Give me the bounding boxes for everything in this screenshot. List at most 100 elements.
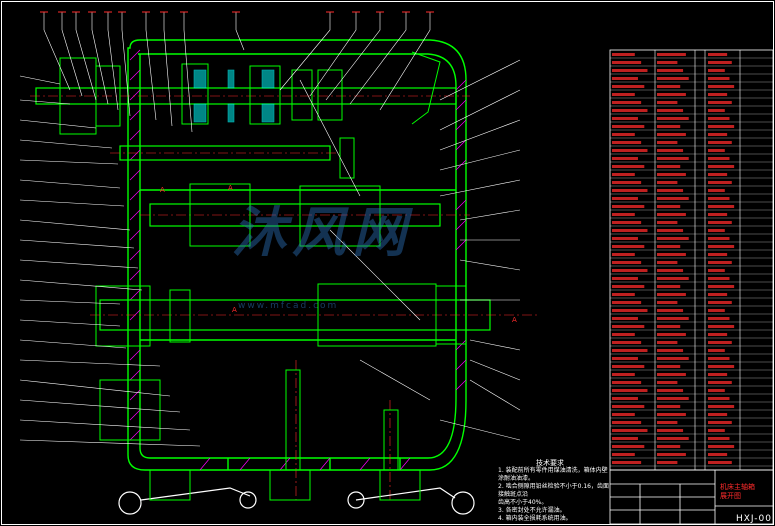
parts-list-cell xyxy=(657,213,686,216)
parts-list-cell xyxy=(708,413,728,416)
parts-list-cell xyxy=(708,101,732,104)
parts-list-cell xyxy=(708,149,725,152)
parts-list-cell xyxy=(612,317,638,320)
parts-list-cell xyxy=(708,253,728,256)
parts-list-cell xyxy=(612,357,638,360)
bearings xyxy=(193,69,275,123)
parts-list-cell xyxy=(708,53,728,56)
parts-list-cell xyxy=(657,173,686,176)
parts-list-cell xyxy=(612,237,638,240)
parts-list-cell xyxy=(612,325,645,328)
parts-list-cell xyxy=(657,93,686,96)
parts-list-cell xyxy=(657,461,678,464)
parts-list-cell xyxy=(657,237,689,240)
parts-list-cell xyxy=(657,109,684,112)
parts-list-cell xyxy=(657,133,686,136)
parts-list-cell xyxy=(657,429,684,432)
parts-list-cell xyxy=(657,325,681,328)
parts-list-cell xyxy=(612,253,635,256)
parts-list-cell xyxy=(708,285,735,288)
technical-notes: 技术要求 1. 装配前所有零件用煤油清洗，箱体内壁涂耐油油漆。 2. 啮合侧隙用… xyxy=(498,459,610,523)
parts-list-cell xyxy=(612,173,635,176)
parts-list-cell xyxy=(708,93,728,96)
parts-list-cell xyxy=(612,109,648,112)
parts-list-cell xyxy=(657,117,689,120)
parts-list-cell xyxy=(657,373,686,376)
parts-list-cell xyxy=(708,269,725,272)
parts-list-cell xyxy=(612,93,635,96)
note-line: 齿高不小于40%。 xyxy=(498,499,548,506)
parts-list-cell xyxy=(708,325,735,328)
parts-list-cell xyxy=(657,149,684,152)
parts-list-cell xyxy=(708,389,725,392)
parts-list-cell xyxy=(657,389,684,392)
parts-list-cell xyxy=(612,453,635,456)
parts-list-cell xyxy=(708,309,725,312)
parts-list-cell xyxy=(612,117,638,120)
parts-list-cell xyxy=(708,173,728,176)
parts-list-cell xyxy=(708,301,732,304)
parts-list-cell xyxy=(612,381,642,384)
parts-list-cell xyxy=(612,389,648,392)
parts-list-cell xyxy=(612,373,635,376)
note-line: 4. 箱内装全损耗系统用油。 xyxy=(498,515,572,522)
parts-list-cell xyxy=(708,109,725,112)
support-feet xyxy=(99,369,421,501)
parts-list-cell xyxy=(708,261,732,264)
parts-list-cell xyxy=(612,309,648,312)
section-markers: A A A A xyxy=(160,184,517,324)
parts-list-cell xyxy=(612,141,642,144)
parts-list-cell xyxy=(612,101,642,104)
parts-list-cell xyxy=(612,269,648,272)
notes-title: 技术要求 xyxy=(536,459,564,467)
parts-list-cell xyxy=(708,333,728,336)
parts-list-cell xyxy=(657,421,678,424)
parts-list-cell xyxy=(612,293,635,296)
parts-list-cell xyxy=(612,333,635,336)
parts-list-cell xyxy=(612,181,642,184)
parts-list-cell xyxy=(657,69,684,72)
parts-list-cell xyxy=(657,229,684,232)
parts-list-cell xyxy=(657,221,678,224)
parts-list-cell xyxy=(708,429,725,432)
parts-list-cell xyxy=(708,397,730,400)
parts-list-cell xyxy=(708,277,730,280)
parts-list-cell xyxy=(657,453,686,456)
parts-list-cell xyxy=(657,349,684,352)
parts-list-cell xyxy=(657,309,684,312)
note-line: 3. 各密封处不允许漏油。 xyxy=(498,507,566,514)
parts-list-cell xyxy=(708,229,725,232)
title-block xyxy=(609,469,774,525)
parts-list-cell xyxy=(657,269,684,272)
parts-list-cell xyxy=(708,117,730,120)
parts-list-cell xyxy=(708,453,728,456)
parts-list-cell xyxy=(612,157,638,160)
parts-list-cell xyxy=(612,165,645,168)
parts-list-cell xyxy=(708,365,735,368)
section-mark-a2: A xyxy=(232,306,237,314)
parts-list-cell xyxy=(708,157,730,160)
parts-list-cell xyxy=(657,157,689,160)
parts-list-cell xyxy=(657,165,681,168)
drawing-title-line: 展开图 xyxy=(720,492,741,500)
watermark-logo: 沐风网 xyxy=(232,200,412,264)
parts-list-cell xyxy=(657,53,686,56)
parts-list-cell xyxy=(708,61,732,64)
parts-list-cell xyxy=(708,69,725,72)
parts-list-cell xyxy=(708,317,730,320)
section-mark-a4: A xyxy=(512,316,517,324)
gearbox-housing xyxy=(127,39,467,471)
parts-list-cell xyxy=(612,301,642,304)
parts-list-cell xyxy=(657,341,678,344)
parts-list-cell xyxy=(612,405,645,408)
parts-list-cell xyxy=(612,429,648,432)
parts-list-cell xyxy=(657,317,689,320)
parts-list-cell xyxy=(708,373,728,376)
parts-list-cell xyxy=(612,229,648,232)
parts-list-cell xyxy=(708,357,730,360)
parts-list-cell xyxy=(708,421,732,424)
drawing-title-line: 机床主轴箱 xyxy=(720,483,755,491)
drawing-title: 机床主轴箱 展开图 xyxy=(720,483,755,501)
